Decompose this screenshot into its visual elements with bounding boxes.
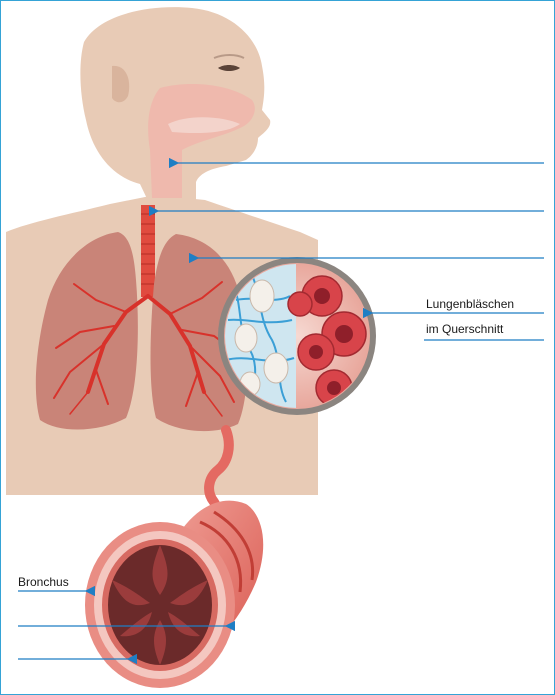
- bronchus-tube: [85, 501, 263, 688]
- alveoli-zoom-circle: [218, 257, 376, 415]
- label-lungenblaeschen: Lungenbläschen: [426, 297, 514, 311]
- label-bronchus: Bronchus: [18, 575, 69, 589]
- trachea: [141, 205, 155, 297]
- label-im-querschnitt: im Querschnitt: [426, 322, 503, 336]
